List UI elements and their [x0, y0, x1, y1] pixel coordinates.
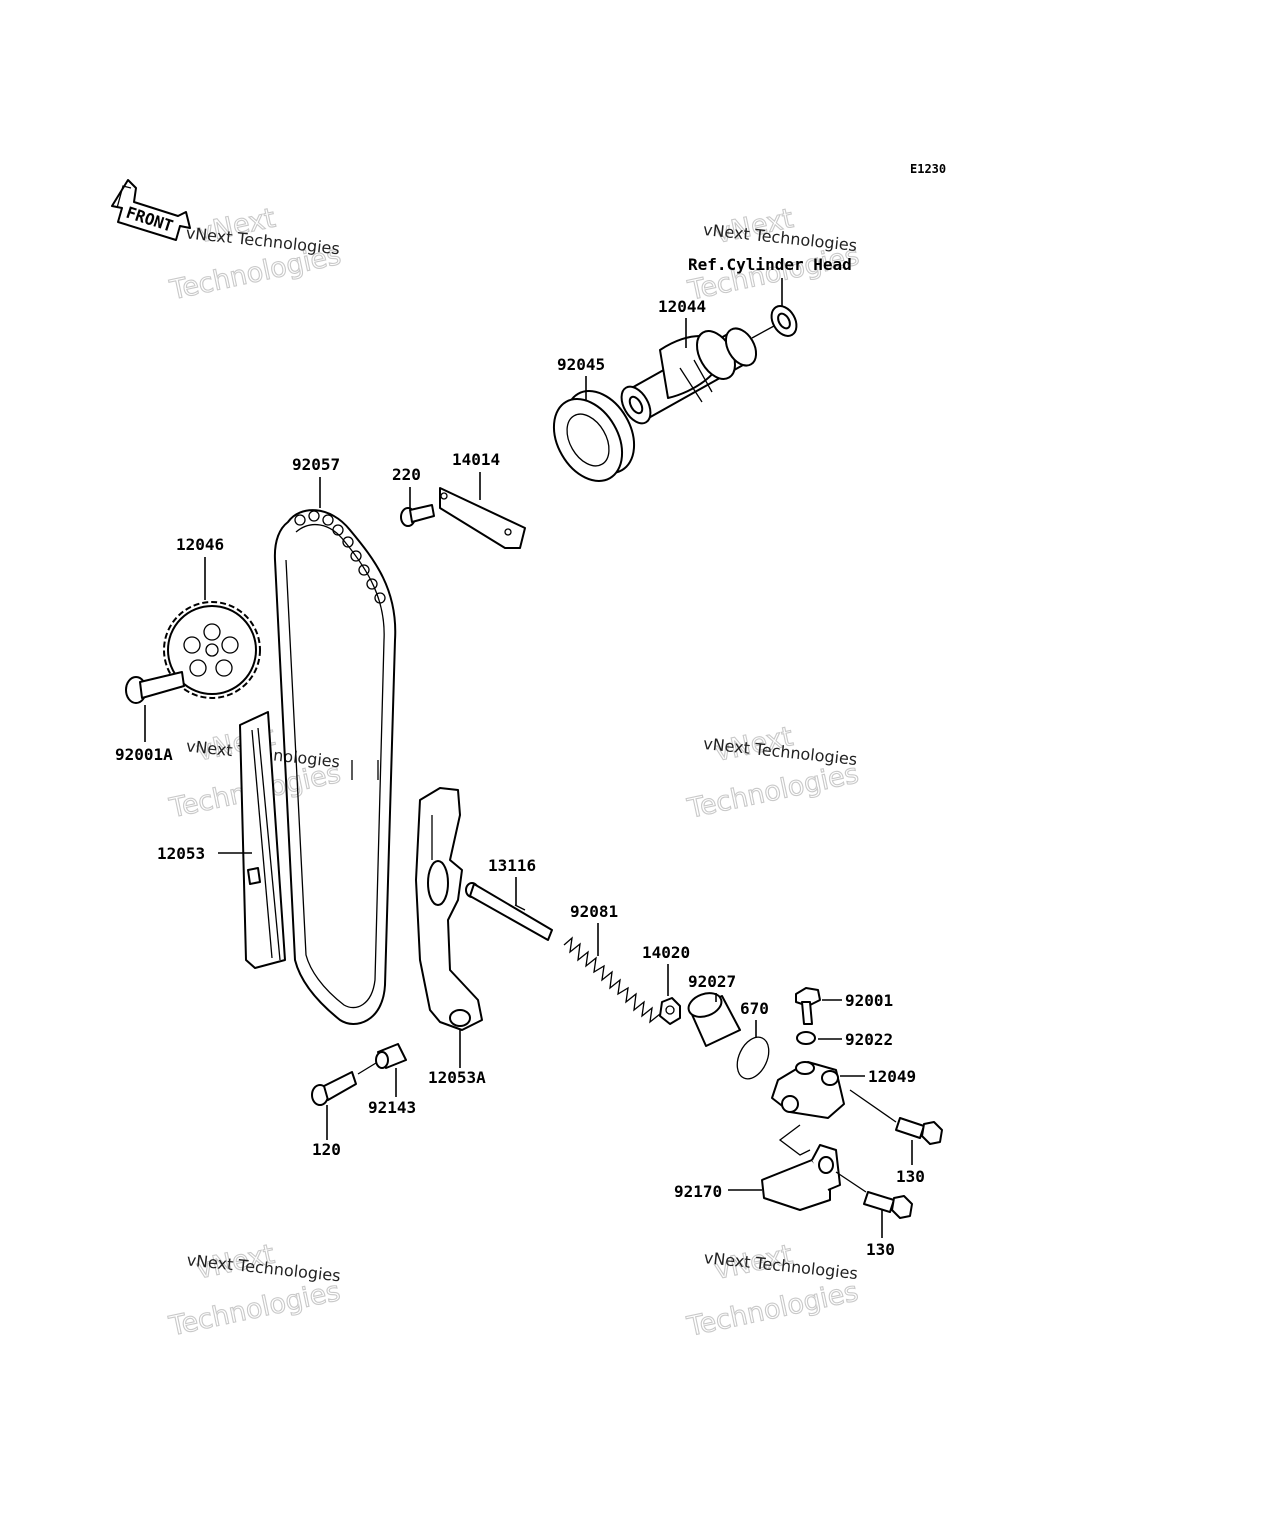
callout-12053A: 12053A — [428, 1068, 486, 1087]
callout-12053: 12053 — [157, 844, 205, 863]
guide-plate-part — [439, 487, 526, 549]
o-ring-part — [736, 1036, 770, 1080]
svg-text:Technologies: Technologies — [684, 758, 861, 825]
callout-130-upper: 130 — [896, 1167, 925, 1186]
callout-92001: 92001 — [845, 991, 893, 1010]
callout-220: 220 — [392, 465, 421, 484]
callout-92170: 92170 — [674, 1182, 722, 1201]
camshaft-part — [620, 327, 758, 425]
callout-12046: 12046 — [176, 535, 224, 554]
callout-14014: 14014 — [452, 450, 500, 469]
watermark-bottom-left: vNext Technologies — [165, 1238, 343, 1343]
bolt-220-part — [400, 504, 435, 527]
tensioner-arm-part — [415, 787, 483, 1031]
callout-13116: 13116 — [488, 856, 536, 875]
watermark-mid-right: vNext Technologies — [684, 721, 862, 826]
bolt-92001-part — [795, 987, 821, 1025]
cap-92027-part — [687, 992, 741, 1047]
svg-text:Technologies: Technologies — [684, 1276, 861, 1343]
callout-130-lower: 130 — [866, 1240, 895, 1259]
bearing-part — [552, 390, 636, 482]
callout-670: 670 — [740, 999, 769, 1018]
callout-120: 120 — [312, 1140, 341, 1159]
diagram-code: E1230 — [910, 162, 946, 176]
callout-92143: 92143 — [368, 1098, 416, 1117]
callout-92057: 92057 — [292, 455, 340, 474]
callout-92001A: 92001A — [115, 745, 173, 764]
bolt-130-lower-part — [863, 1191, 913, 1219]
collar-92143-part — [375, 1043, 407, 1069]
small-bearing-part — [770, 305, 798, 337]
sprocket-part — [163, 601, 261, 699]
chain-guide-part — [239, 711, 286, 969]
callout-12044: 12044 — [658, 297, 706, 316]
callout-92022: 92022 — [845, 1030, 893, 1049]
callout-92045: 92045 — [557, 355, 605, 374]
callout-92081: 92081 — [570, 902, 618, 921]
callout-14020: 14020 — [642, 943, 690, 962]
bolt-92001A-part — [125, 671, 185, 704]
callout-92027: 92027 — [688, 972, 736, 991]
front-arrow-icon: FRONT — [111, 179, 191, 241]
tensioner-body-part — [771, 1061, 845, 1119]
washer-part — [796, 1031, 816, 1045]
ref-cylinder-head-note: Ref.Cylinder Head — [688, 255, 852, 274]
nut-14020-part — [659, 997, 681, 1025]
svg-text:Technologies: Technologies — [166, 1276, 343, 1343]
pin-13116-part — [465, 882, 553, 941]
watermark-bottom-right: vNext Technologies — [683, 1239, 861, 1344]
bolt-120-part — [311, 1071, 357, 1106]
callout-12049: 12049 — [868, 1067, 916, 1086]
spring-part — [563, 936, 661, 1024]
cam-chain-part — [273, 509, 397, 1025]
bolt-130-upper-part — [895, 1117, 943, 1145]
bracket-92170-part — [761, 1144, 841, 1211]
